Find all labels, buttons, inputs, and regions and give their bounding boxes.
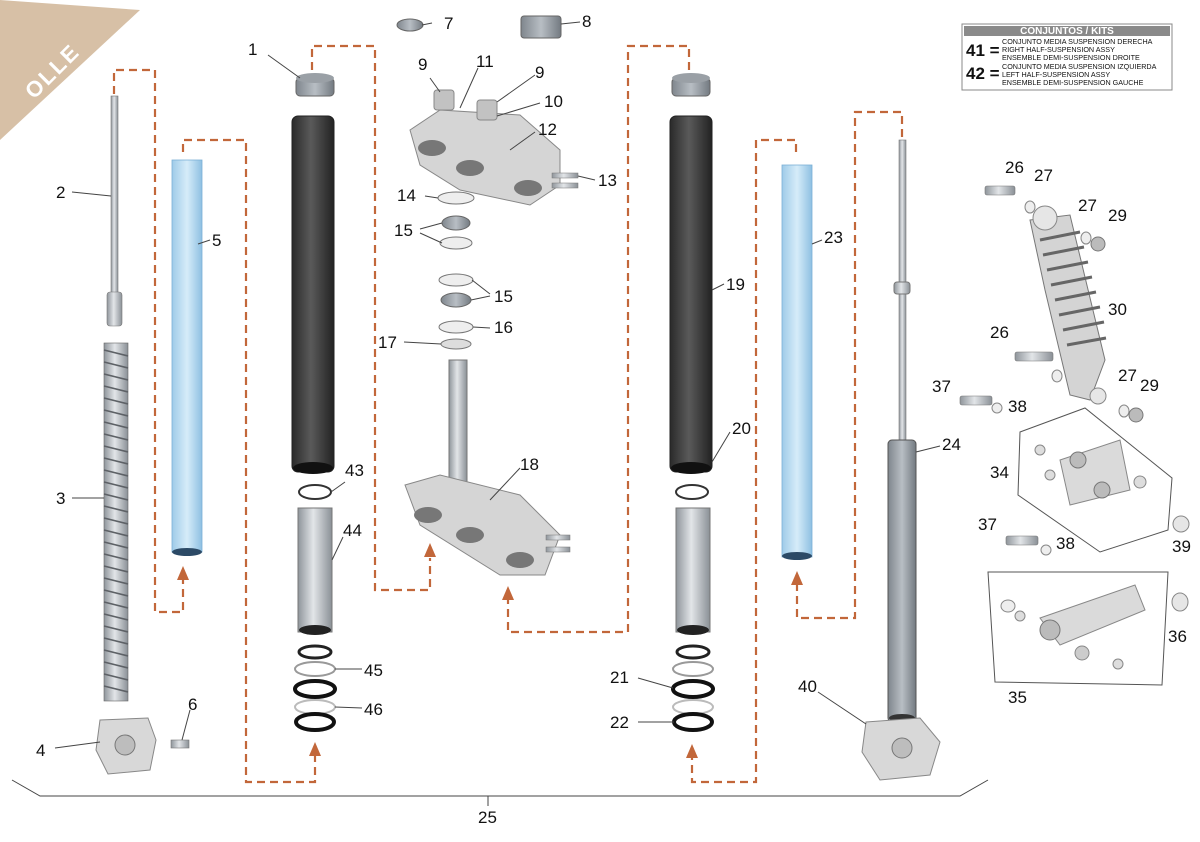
kit-41-line-2: RIGHT HALF-SUSPENSION ASSY	[1002, 45, 1115, 54]
right-slider	[675, 507, 711, 635]
kits-box: CONJUNTOS / KITS 41 = CONJUNTO MEDIA SUS…	[961, 23, 1173, 91]
part-43-left-bushing	[298, 484, 332, 500]
label-3: 3	[56, 489, 65, 508]
part-44-left-outer-tube	[291, 115, 335, 474]
kit-42-number: 42 =	[966, 64, 1000, 83]
label-23: 23	[824, 228, 843, 247]
part-3-spring	[103, 342, 129, 702]
kits-title-bar	[964, 26, 1170, 36]
label-26-upper: 26	[1005, 158, 1024, 177]
part-18-lower-triple-clamp	[404, 359, 571, 576]
kit-42-line-1: CONJUNTO MEDIA SUSPENSION IZQUIERDA	[1002, 62, 1157, 71]
part-12-upper-triple-clamp	[409, 89, 561, 206]
label-13: 13	[598, 171, 617, 190]
part-1-left-cap	[295, 73, 335, 97]
label-19: 19	[726, 275, 745, 294]
label-1: 1	[248, 40, 257, 59]
label-16: 16	[494, 318, 513, 337]
label-26-lower: 26	[990, 323, 1009, 342]
part-5-left-fork-tube	[171, 159, 203, 556]
label-22: 22	[610, 713, 629, 732]
hardware-37-38-bottom	[1005, 535, 1052, 556]
part-39-washer	[1172, 515, 1190, 533]
label-40: 40	[798, 677, 817, 696]
leader-lines	[54, 21, 941, 749]
part-25-bracket	[11, 779, 989, 806]
label-27-b: 27	[1078, 196, 1097, 215]
label-2: 2	[56, 183, 65, 202]
part-36-washer	[1171, 592, 1189, 612]
left-seals	[293, 644, 337, 732]
label-6: 6	[188, 695, 197, 714]
label-27-c: 27	[1118, 366, 1137, 385]
label-18: 18	[520, 455, 539, 474]
part-1-right-cap	[671, 73, 711, 97]
part-13-bolts	[551, 172, 579, 189]
label-17: 17	[378, 333, 397, 352]
hardware-37-38-top	[959, 395, 1003, 414]
kits-title: CONJUNTOS / KITS	[1020, 26, 1114, 37]
kit-42-line-3: ENSEMBLE DEMI-SUSPENSION GAUCHE	[1002, 78, 1144, 87]
part-8-clamp	[520, 15, 562, 39]
label-20: 20	[732, 419, 751, 438]
label-37-upper: 37	[932, 377, 951, 396]
label-12: 12	[538, 120, 557, 139]
kit-42-line-2: LEFT HALF-SUSPENSION ASSY	[1002, 70, 1110, 79]
part-30-rear-shock	[1029, 205, 1107, 405]
label-10: 10	[544, 92, 563, 111]
label-46: 46	[364, 700, 383, 719]
label-24: 24	[942, 435, 961, 454]
label-15-upper: 15	[394, 221, 413, 240]
label-29-upper: 29	[1108, 206, 1127, 225]
label-9-left: 9	[418, 55, 427, 74]
label-27-a: 27	[1034, 166, 1053, 185]
part-24-right-damper-cartridge	[887, 139, 917, 723]
label-5: 5	[212, 231, 221, 250]
brand-triangle	[0, 0, 140, 140]
label-11: 11	[476, 52, 494, 71]
shock-hardware	[984, 185, 1144, 423]
part-35-linkage-arm	[987, 571, 1169, 686]
part-6-screw	[170, 739, 190, 749]
part-7-nut	[396, 18, 424, 32]
right-bushing	[675, 484, 709, 500]
label-9-right: 9	[535, 63, 544, 82]
label-7: 7	[444, 14, 453, 33]
kit-41-number: 41 =	[966, 41, 1000, 60]
kit-41-line-1: CONJUNTO MEDIA SUSPENSION DERECHA	[1002, 37, 1153, 46]
part-23-right-fork-tube	[781, 164, 813, 560]
part-34-linkage-rocker	[1017, 407, 1173, 553]
part-4-left-axle-clamp	[95, 717, 157, 775]
right-seals	[671, 644, 715, 732]
kit-41-line-3: ENSEMBLE DEMI-SUSPENSION DROITE	[1002, 53, 1140, 62]
assembly-guides	[112, 44, 904, 784]
label-21: 21	[610, 668, 629, 687]
label-30: 30	[1108, 300, 1127, 319]
label-37-lower: 37	[978, 515, 997, 534]
steering-bearings	[437, 191, 475, 350]
label-25: 25	[478, 808, 497, 827]
part-40-right-axle-clamp	[861, 717, 941, 781]
label-38-upper: 38	[1008, 397, 1027, 416]
label-14: 14	[397, 186, 416, 205]
label-35: 35	[1008, 688, 1027, 707]
label-44: 44	[343, 521, 362, 540]
label-15-lower: 15	[494, 287, 513, 306]
part-19-right-outer-tube	[669, 115, 713, 474]
part-numbers: 1 2 3 4 5 6 7 8 9 9 10 11 12 13 14 15 15…	[36, 12, 1191, 827]
part-2-damper-rod	[106, 95, 123, 327]
label-4: 4	[36, 741, 45, 760]
label-36: 36	[1168, 627, 1187, 646]
label-8: 8	[582, 12, 591, 31]
label-34: 34	[990, 463, 1009, 482]
label-38-lower: 38	[1056, 534, 1075, 553]
part-44-left-slider	[297, 507, 333, 635]
label-29-lower: 29	[1140, 376, 1159, 395]
label-45: 45	[364, 661, 383, 680]
label-39: 39	[1172, 537, 1191, 556]
label-43: 43	[345, 461, 364, 480]
